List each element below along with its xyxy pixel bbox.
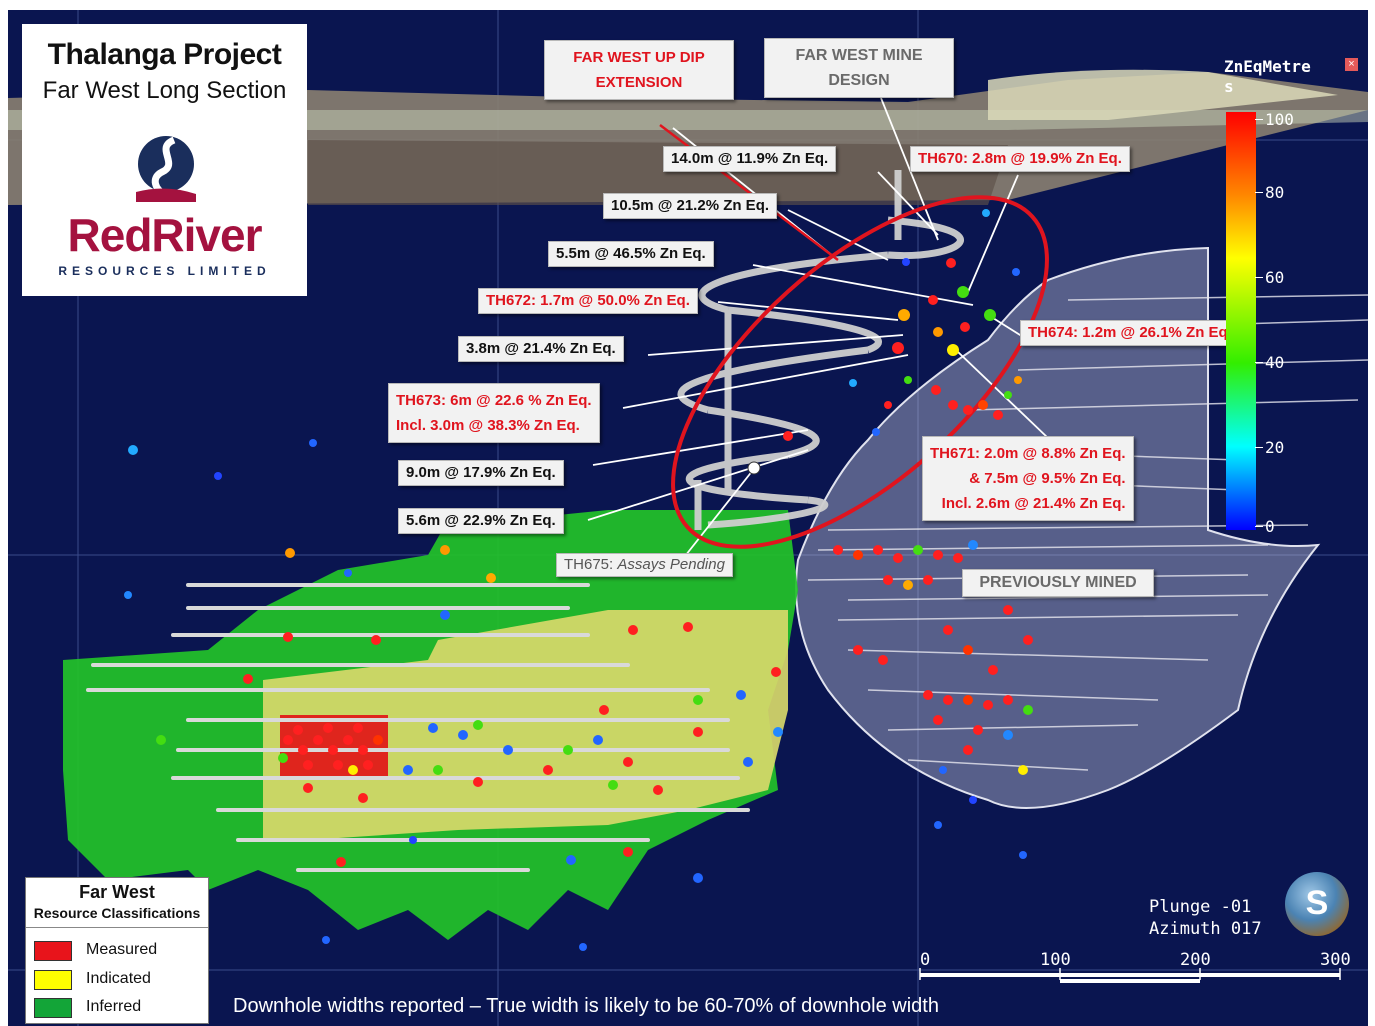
scale-label: 300 (1320, 950, 1351, 970)
intercept-line: Incl. 3.0m @ 38.3% Zn Eq. (396, 417, 580, 434)
long-section-artwork (8, 10, 1368, 1026)
company-logo-text: RedRiver (67, 209, 263, 261)
view-orientation: Plunge -01 Azimuth 017 (1149, 896, 1262, 940)
distance-scale-bar (919, 968, 1341, 983)
intercept-line: Incl. 2.6m @ 21.4% Zn Eq. (941, 495, 1126, 512)
legend-swatch (34, 998, 72, 1018)
tick-label: 0 (1265, 517, 1275, 536)
redriver-logo-icon (136, 136, 196, 202)
tick-label: 100 (1265, 110, 1294, 129)
drill-intercepts (124, 209, 1033, 969)
intercept-label-th675: TH675: Assays Pending (556, 553, 733, 577)
callout-line: FAR WEST UP DIP (573, 49, 705, 66)
azimuth-value: Azimuth 017 (1149, 919, 1262, 939)
intercept-label-th673: TH673: 6m @ 22.6 % Zn Eq. Incl. 3.0m @ 3… (388, 383, 600, 443)
scale-label: 0 (920, 950, 931, 970)
intercept-label-th671: TH671: 2.0m @ 8.8% Zn Eq. & 7.5m @ 9.5% … (922, 436, 1134, 521)
intercept-label: 3.8m @ 21.4% Zn Eq. (458, 336, 624, 362)
title-panel: Thalanga Project Far West Long Section R… (22, 24, 307, 296)
tick-label: 40 (1265, 353, 1285, 372)
tick-label: 60 (1265, 268, 1285, 287)
intercept-label-th672: TH672: 1.7m @ 50.0% Zn Eq. (478, 288, 698, 314)
level-drives (86, 583, 750, 872)
intercept-line: TH673: 6m @ 22.6 % Zn Eq. (396, 392, 592, 409)
hole-id: TH675: (564, 556, 618, 573)
long-section-view: Thalanga Project Far West Long Section R… (8, 10, 1368, 1026)
measured-cluster (278, 723, 383, 775)
footnote: Downhole widths reported – True width is… (233, 995, 939, 1017)
intercept-label: 9.0m @ 17.9% Zn Eq. (398, 460, 564, 486)
software-logo-icon: S (1285, 872, 1349, 936)
color-scale-title-line: ZnEqMetre (1224, 57, 1311, 76)
callout-previously-mined: PREVIOUSLY MINED (962, 569, 1154, 597)
legend-subtitle: Resource Classifications (33, 905, 201, 921)
legend-label: Inferred (86, 998, 142, 1015)
tick-label: 80 (1265, 183, 1285, 202)
logo-letter: S (1305, 884, 1329, 922)
intercept-label: 5.5m @ 46.5% Zn Eq. (548, 241, 714, 267)
plunge-value: Plunge -01 (1149, 897, 1252, 917)
legend-swatch (34, 941, 72, 961)
callout-mine-design: FAR WEST MINE DESIGN (764, 38, 954, 98)
tick-label: 20 (1265, 438, 1285, 457)
callout-line: EXTENSION (595, 74, 683, 91)
intercept-label: 10.5m @ 21.2% Zn Eq. (603, 193, 778, 219)
project-title: Thalanga Project (47, 38, 282, 71)
scale-label: 200 (1180, 950, 1211, 970)
intercept-line: & 7.5m @ 9.5% Zn Eq. (969, 470, 1126, 487)
legend-label: Measured (86, 941, 158, 958)
intercept-label-th670: TH670: 2.8m @ 19.9% Zn Eq. (910, 146, 1130, 172)
callout-line: DESIGN (828, 72, 890, 89)
company-logo-subtitle: RESOURCES LIMITED (58, 264, 271, 278)
resource-legend: Far West Resource Classifications Measur… (25, 877, 209, 1024)
legend-divider (26, 927, 208, 928)
intercept-line: TH671: 2.0m @ 8.8% Zn Eq. (930, 445, 1126, 462)
color-scale-title: ZnEqMetre s (1224, 57, 1311, 97)
intercept-label-th674: TH674: 1.2m @ 26.1% Zn Eq. (1020, 320, 1240, 346)
scale-label: 100 (1040, 950, 1071, 970)
assay-status: Assays Pending (617, 556, 725, 573)
section-title: Far West Long Section (42, 77, 287, 104)
color-scale-bar (1226, 112, 1256, 530)
intercept-label: 14.0m @ 11.9% Zn Eq. (663, 146, 837, 172)
color-scale-title-line: s (1224, 77, 1234, 96)
close-icon[interactable]: × (1345, 58, 1358, 71)
intercept-label: 5.6m @ 22.9% Zn Eq. (398, 508, 564, 534)
indicated-resource-zone (263, 610, 788, 840)
callout-up-dip-extension: FAR WEST UP DIP EXTENSION (544, 40, 734, 100)
legend-swatch (34, 970, 72, 990)
legend-label: Indicated (86, 970, 151, 987)
legend-title: Far West (79, 882, 155, 902)
callout-line: FAR WEST MINE (795, 47, 923, 64)
